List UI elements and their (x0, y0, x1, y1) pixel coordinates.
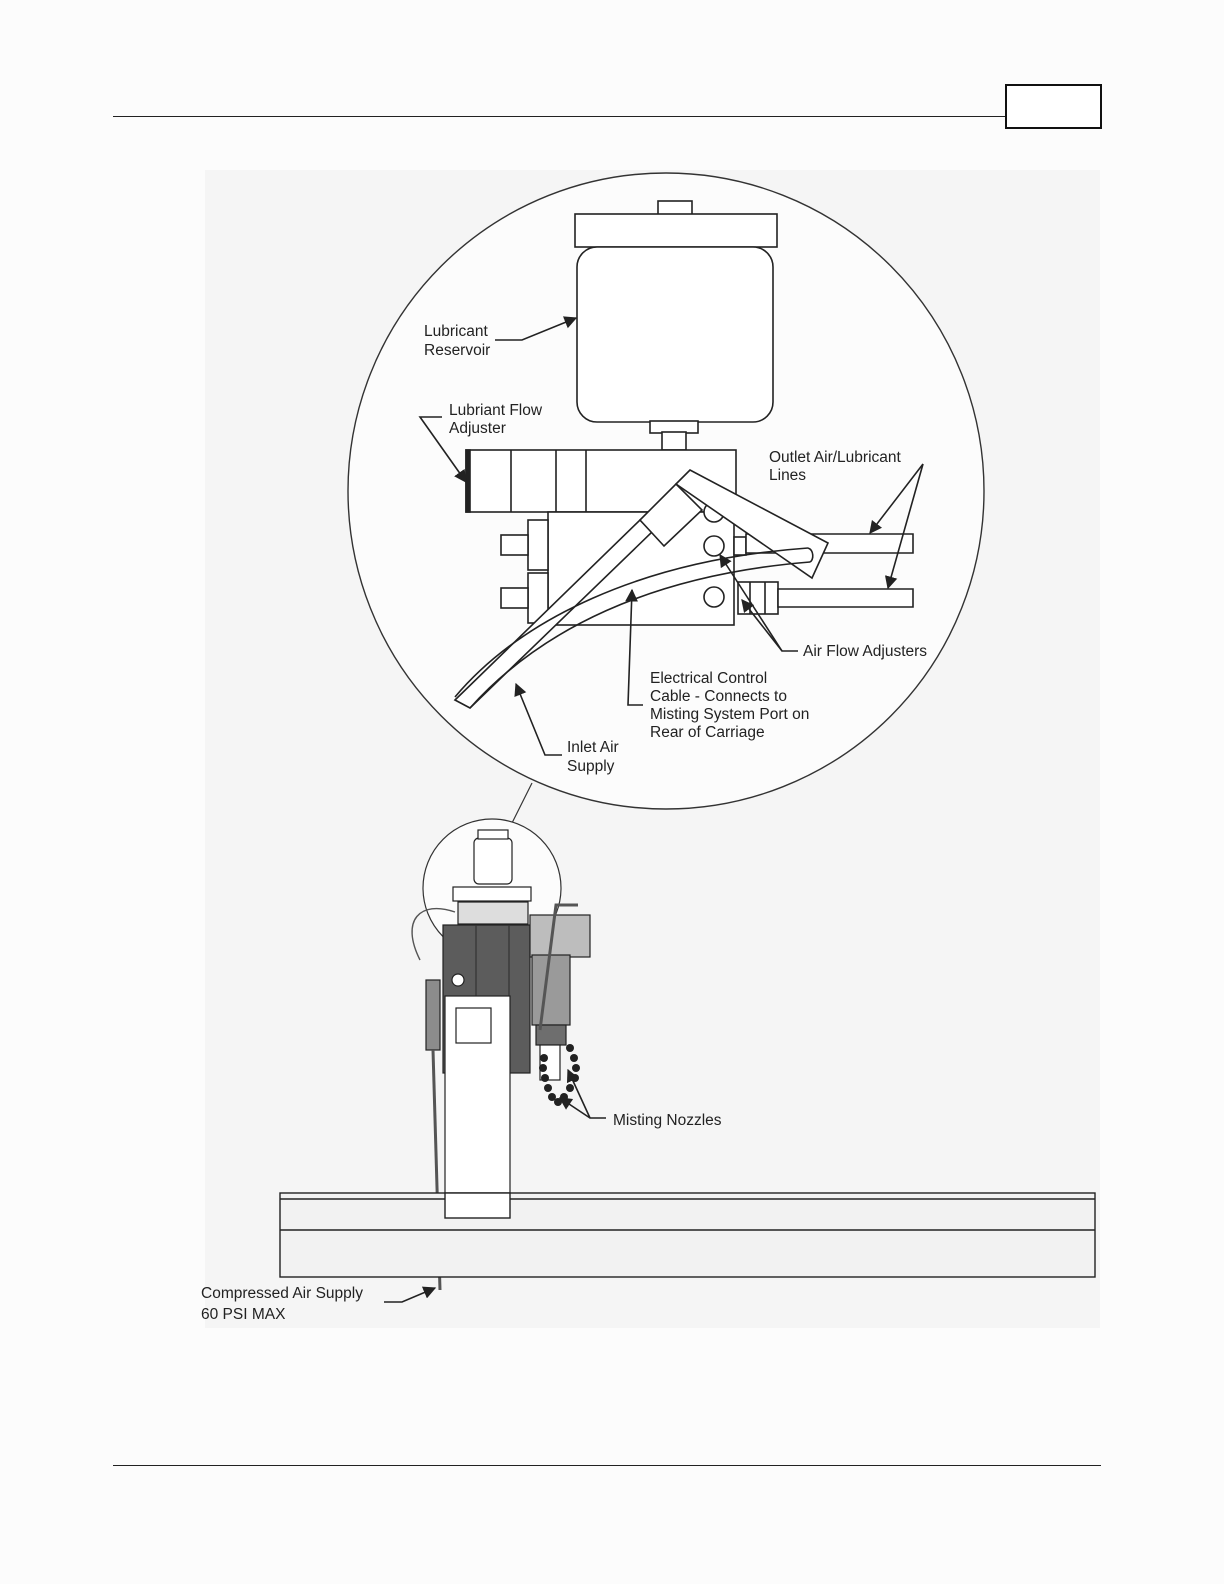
svg-text:Misting System Port on: Misting System Port on (650, 706, 809, 723)
svg-text:Supply: Supply (567, 758, 615, 775)
gantry-beam (280, 1193, 1095, 1277)
label-compressed-air-supply: Compressed Air Supply 60 PSI MAX (201, 1285, 363, 1323)
footer-rule (113, 1465, 1101, 1466)
svg-text:Electrical Control: Electrical Control (650, 670, 767, 687)
svg-text:Lubricant: Lubricant (424, 323, 488, 340)
lubricant-reservoir (575, 201, 777, 450)
svg-text:Lubriant Flow: Lubriant Flow (449, 402, 543, 419)
svg-text:Reservoir: Reservoir (424, 342, 490, 359)
label-misting-nozzles: Misting Nozzles (613, 1112, 722, 1129)
svg-text:Outlet Air/Lubricant: Outlet Air/Lubricant (769, 449, 902, 466)
svg-text:Misting Nozzles: Misting Nozzles (613, 1112, 722, 1129)
svg-text:60 PSI MAX: 60 PSI MAX (201, 1306, 286, 1323)
svg-text:Compressed Air Supply: Compressed Air Supply (201, 1285, 363, 1302)
svg-text:Lines: Lines (769, 467, 806, 484)
svg-text:Adjuster: Adjuster (449, 420, 506, 437)
zoom-connector (512, 783, 532, 823)
label-air-flow-adjusters: Air Flow Adjusters (803, 643, 927, 660)
svg-text:Cable - Connects to: Cable - Connects to (650, 688, 787, 705)
svg-text:Air Flow Adjusters: Air Flow Adjusters (803, 643, 927, 660)
svg-text:Rear of Carriage: Rear of Carriage (650, 724, 765, 741)
svg-text:Inlet Air: Inlet Air (567, 739, 619, 756)
